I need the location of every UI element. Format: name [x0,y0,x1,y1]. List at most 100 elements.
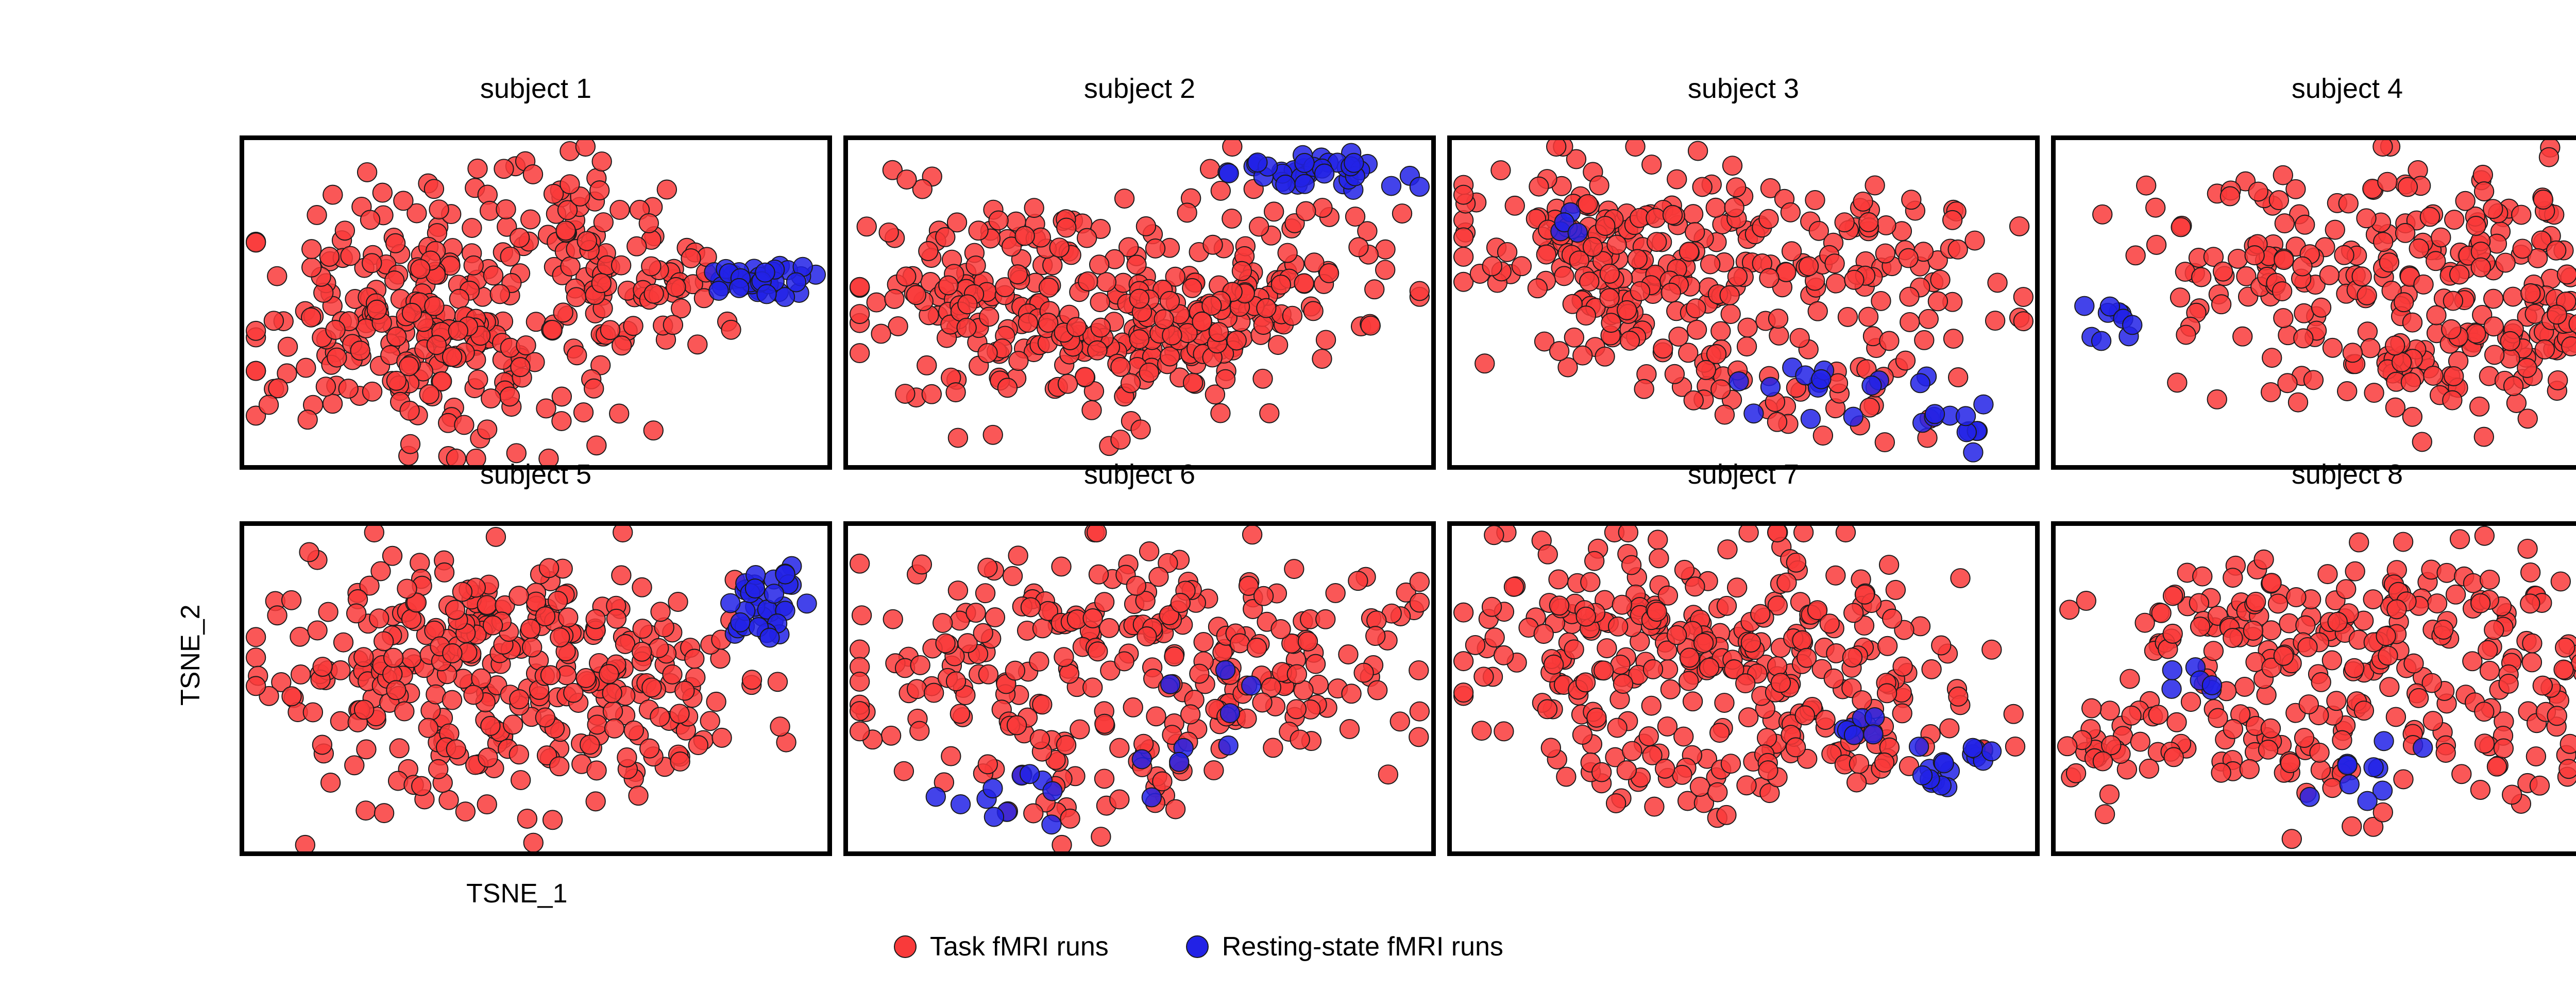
data-point-task [1159,291,1180,311]
data-point-task [553,302,573,323]
data-point-task [1453,184,1474,205]
data-point-task [2554,637,2575,658]
data-point-task [2445,584,2466,605]
data-point-task [849,277,870,297]
data-point-task [1834,212,1855,233]
data-point-task [1192,311,1212,332]
data-point-task [580,734,600,755]
data-point-task [319,246,340,267]
data-point-task [1776,262,1797,282]
data-point-rest [708,281,729,301]
data-point-task [1727,266,1748,287]
data-point-task [2470,257,2491,278]
data-point-task [2384,335,2405,356]
data-point-task [1717,539,1738,560]
data-point-task [1277,243,1298,263]
data-point-task [893,761,914,781]
data-point-task [442,690,463,710]
data-point-task [1164,646,1184,667]
data-point-task [1348,571,1368,591]
data-point-task [670,751,690,772]
data-point-task [977,754,998,775]
data-point-task [880,725,902,746]
data-point-task [2548,370,2568,390]
data-point-task [2273,308,2294,328]
scatter-plot-5 [245,526,817,851]
data-point-task [467,158,488,179]
data-point-task [1572,725,1593,745]
data-point-task [2349,532,2369,553]
data-point-task [2469,396,2490,417]
data-point-task [1835,526,1856,543]
data-point-task [370,561,391,582]
data-point-rest [1219,703,1241,723]
data-point-task [547,591,568,611]
data-point-task [590,355,611,375]
data-point-task [2423,366,2444,386]
data-point-task [2244,245,2265,266]
data-point-task [366,299,387,320]
data-point-task [1625,140,1646,157]
data-point-rest [2412,738,2433,758]
data-point-task [1722,156,1743,176]
data-point-task [921,384,942,404]
data-point-task [600,320,621,340]
data-point-task [1493,645,1514,665]
data-point-task [542,810,563,830]
data-point-task [1621,555,1642,575]
data-point-task [1858,306,1879,327]
data-point-task [2532,675,2553,696]
data-point-task [681,248,701,268]
data-point-task [535,606,556,627]
data-point-task [2478,640,2498,660]
data-point-task [1049,237,1070,258]
data-point-task [2419,207,2441,227]
scatter-panel-2 [843,135,1436,470]
data-point-task [632,619,653,639]
data-point-task [2558,759,2576,779]
data-point-task [849,721,870,742]
data-point-task [1879,331,1900,351]
legend-marker-rest-icon [1185,935,1209,958]
data-point-task [2351,266,2372,287]
legend-item-rest[interactable]: Resting-state fMRI runs [1185,933,1503,960]
data-point-task [1189,663,1210,684]
data-point-task [1593,660,1614,681]
data-point-task [1056,217,1077,238]
data-point-task [2317,564,2338,585]
data-point-task [2163,747,2184,767]
data-point-task [542,319,563,340]
data-point-task [2162,586,2183,606]
data-point-task [947,428,969,448]
data-point-task [1740,633,1761,653]
data-point-task [849,553,870,574]
data-point-task [356,739,377,760]
data-point-task [1453,682,1474,703]
data-point-task [301,307,321,328]
data-point-task [463,685,484,705]
data-point-task [2363,589,2383,609]
legend-item-task[interactable]: Task fMRI runs [894,933,1109,960]
data-point-task [1318,263,1340,283]
data-point-task [2322,778,2343,798]
data-point-task [1357,221,1378,242]
data-point-task [1564,327,1585,348]
data-point-rest [1019,764,1040,784]
data-point-task [245,676,266,696]
data-point-task [1109,789,1130,810]
data-point-task [896,266,917,287]
data-point-task [1595,346,1615,367]
data-point-task [688,735,708,756]
legend-marker-task-icon [894,935,917,958]
data-point-task [1294,273,1314,294]
data-point-task [1038,313,1059,333]
data-point-rest [1409,177,1430,197]
data-point-task [2422,711,2444,731]
data-point-task [849,343,870,364]
data-point-task [411,776,432,796]
data-point-task [883,609,903,629]
data-point-task [2533,190,2554,210]
data-point-task [2436,562,2457,583]
data-point-task [2403,653,2424,674]
data-point-task [1537,699,1558,720]
